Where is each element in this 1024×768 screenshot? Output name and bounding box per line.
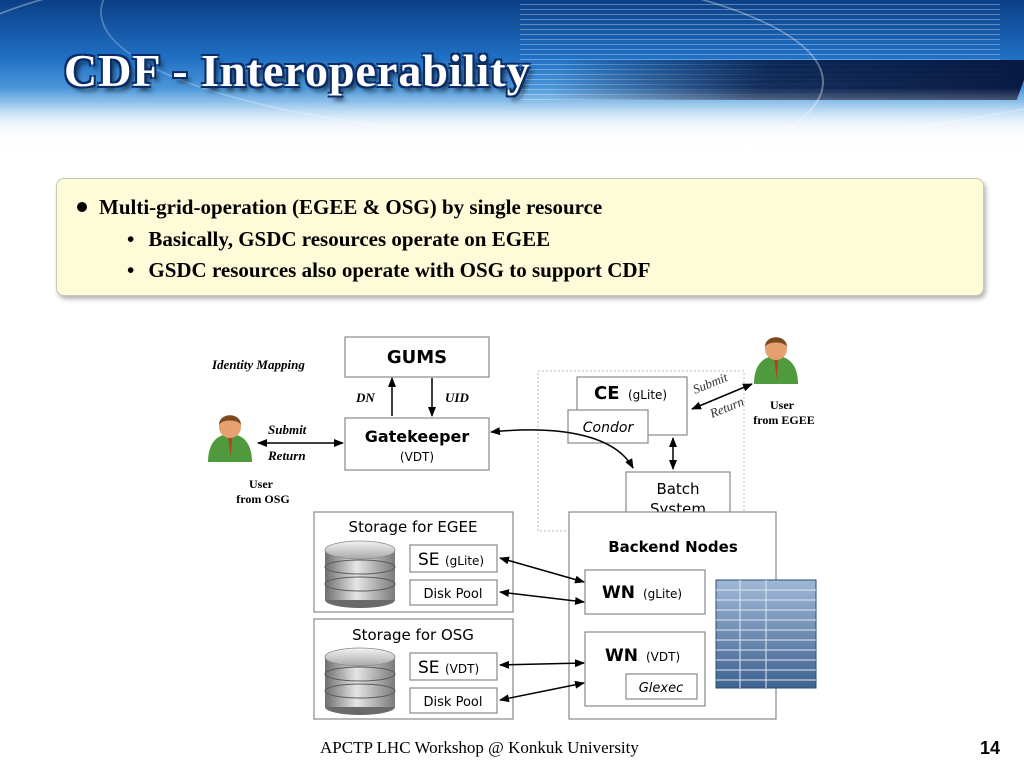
wn-sublabel: (VDT) — [646, 650, 680, 664]
bullet-dot-icon — [77, 202, 87, 213]
disk-pool-label: Disk Pool — [424, 587, 483, 602]
user-osg-label-1: User — [249, 477, 274, 491]
storage-egee-label: Storage for EGEE — [349, 518, 478, 536]
footer-text: APCTP LHC Workshop @ Konkuk University — [320, 738, 639, 757]
bullet-sub-marker: • — [127, 258, 135, 282]
batch-label-1: Batch — [656, 480, 699, 498]
egee-submit-arrow — [691, 383, 753, 410]
bullet-box: Multi-grid-operation (EGEE & OSG) by sin… — [56, 178, 984, 296]
bullet-sub-1: • Basically, GSDC resources operate on EG… — [127, 227, 550, 252]
bullet-sub-marker: • — [127, 227, 135, 251]
condor-label: Condor — [583, 420, 635, 436]
disk-pool-osg-box: Disk Pool — [409, 687, 498, 714]
storage-osg-label: Storage for OSG — [352, 626, 474, 644]
submit-egee-label: Submit — [691, 369, 730, 397]
disk-pool-egee-box: Disk Pool — [409, 579, 498, 606]
submit-osg-label: Submit — [268, 422, 307, 437]
glexec-box: Glexec — [625, 673, 698, 700]
gums-label: GUMS — [387, 347, 447, 368]
server-rack-icon — [715, 579, 817, 689]
disk-pool-osg-wn-arrow — [499, 680, 585, 703]
bullet-sub-text: Basically, GSDC resources operate on EGE… — [148, 227, 551, 251]
gatekeeper-batch-arrow — [490, 427, 634, 469]
se-sublabel: (VDT) — [445, 662, 479, 676]
uid-label: UID — [445, 390, 469, 405]
backend-nodes-label: Backend Nodes — [608, 538, 738, 556]
gatekeeper-sublabel: (VDT) — [400, 450, 434, 464]
gatekeeper-box: Gatekeeper (VDT) — [344, 417, 490, 471]
banner-glow — [0, 88, 1024, 148]
user-icon — [754, 337, 798, 384]
se-label: SE — [418, 658, 440, 678]
database-icon — [324, 647, 396, 715]
gums-box: GUMS — [344, 336, 490, 378]
user-egee-label-2: from EGEE — [753, 413, 814, 427]
se-vdt-wn-arrow — [499, 659, 585, 669]
bullet-sub-text: GSDC resources also operate with OSG to … — [148, 258, 651, 282]
se-glite-wn-arrow — [499, 556, 585, 584]
dn-label: DN — [355, 390, 375, 405]
glexec-label: Glexec — [639, 681, 684, 696]
ce-sublabel: (gLite) — [628, 388, 667, 402]
user-osg-label-2: from OSG — [236, 492, 289, 506]
database-icon — [324, 540, 396, 608]
bullet-sub-2: • GSDC resources also operate with OSG to… — [127, 258, 650, 283]
user-egee-label-1: User — [770, 398, 795, 412]
se-sublabel: (gLite) — [445, 554, 484, 568]
wn-label: WN — [602, 583, 635, 603]
wn-label: WN — [605, 646, 638, 666]
se-glite-box: SE (gLite) — [409, 544, 498, 573]
gatekeeper-label: Gatekeeper — [365, 427, 470, 446]
se-vdt-box: SE (VDT) — [409, 652, 498, 681]
slide-title: CDF - Interoperability — [64, 45, 531, 96]
se-label: SE — [418, 550, 440, 570]
identity-mapping-label: Identity Mapping — [211, 357, 305, 372]
wn-glite-box: WN (gLite) — [584, 569, 706, 615]
condor-box: Condor — [567, 409, 649, 444]
return-osg-label: Return — [267, 448, 306, 463]
user-icon — [208, 415, 252, 462]
ce-label: CE — [594, 383, 620, 404]
title-banner: CDF - Interoperability — [0, 0, 1024, 150]
page-number: 14 — [980, 738, 1001, 758]
disk-pool-label: Disk Pool — [424, 695, 483, 710]
disk-pool-egee-wn-arrow — [499, 589, 585, 605]
bullet-main-text: Multi-grid-operation (EGEE & OSG) by sin… — [99, 195, 603, 219]
bullet-main: Multi-grid-operation (EGEE & OSG) by sin… — [77, 195, 602, 220]
wn-sublabel: (gLite) — [643, 587, 682, 601]
return-egee-label: Return — [707, 394, 746, 422]
